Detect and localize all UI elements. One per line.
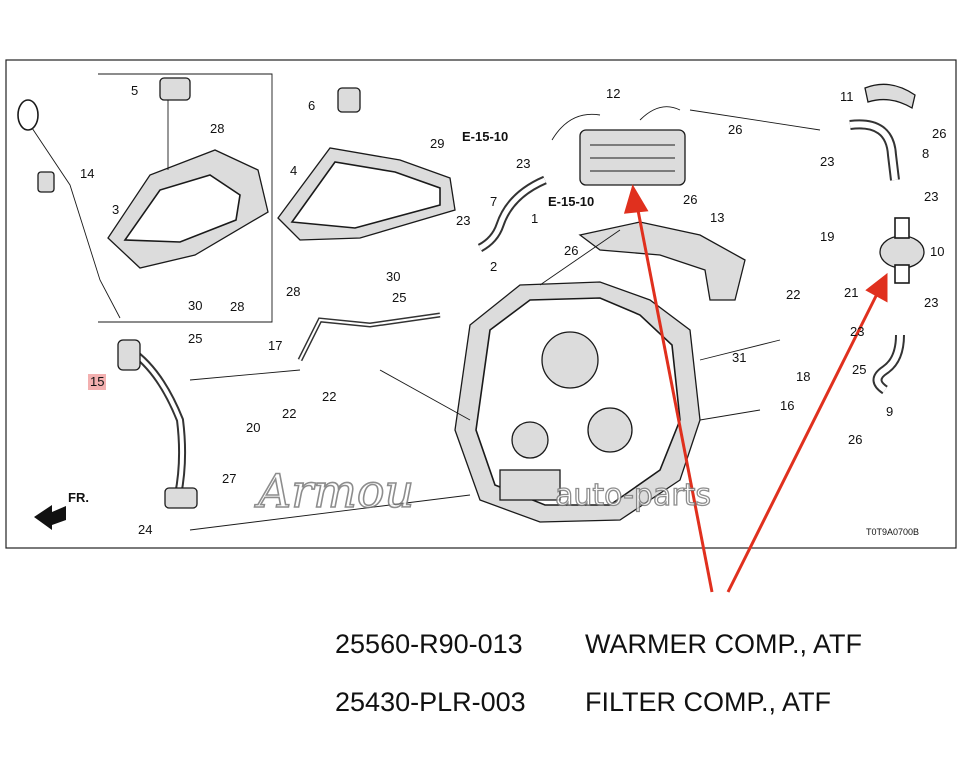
pan-left-part — [107, 77, 269, 269]
legend-part-number: 25430-PLR-003 — [335, 687, 526, 717]
svg-text:6: 6 — [308, 98, 315, 113]
legend-row-1: 25560-R90-013 WARMER COMP., ATF — [320, 598, 862, 660]
svg-text:1: 1 — [531, 211, 538, 226]
svg-text:18: 18 — [796, 369, 810, 384]
svg-text:13: 13 — [710, 210, 724, 225]
svg-text:25: 25 — [852, 362, 866, 377]
svg-text:23: 23 — [924, 189, 938, 204]
atf-filter-part — [879, 217, 925, 284]
svg-text:26: 26 — [564, 243, 578, 258]
svg-text:10: 10 — [930, 244, 944, 259]
svg-text:26: 26 — [683, 192, 697, 207]
svg-text:20: 20 — [246, 420, 260, 435]
inset-box-oil-pan — [98, 73, 273, 323]
pipe-15 — [127, 346, 187, 496]
svg-text:17: 17 — [268, 338, 282, 353]
svg-text:16: 16 — [780, 398, 794, 413]
diagram-frame — [5, 59, 957, 549]
svg-text:28: 28 — [230, 299, 244, 314]
pan-middle-part — [277, 87, 456, 241]
svg-text:29: 29 — [430, 136, 444, 151]
diagram-code: T0T9A0700B — [866, 527, 919, 537]
svg-text:7: 7 — [490, 194, 497, 209]
leader-lines — [189, 109, 821, 531]
svg-text:2: 2 — [490, 259, 497, 274]
svg-text:26: 26 — [932, 126, 946, 141]
svg-text:11: 11 — [840, 89, 854, 104]
svg-text:19: 19 — [820, 229, 834, 244]
svg-text:23: 23 — [850, 324, 864, 339]
svg-text:22: 22 — [282, 406, 296, 421]
svg-text:21: 21 — [844, 285, 858, 300]
transmission-housing — [454, 281, 701, 523]
reference-label-2: E-15-10 — [548, 194, 594, 209]
svg-text:30: 30 — [188, 298, 202, 313]
svg-text:9: 9 — [886, 404, 893, 419]
svg-text:FR.: FR. — [68, 490, 89, 505]
svg-text:23: 23 — [820, 154, 834, 169]
callout-labels: 1 2 3 4 5 6 7 8 9 10 11 12 13 14 15 16 1… — [80, 83, 946, 537]
svg-text:25: 25 — [188, 331, 202, 346]
svg-text:28: 28 — [286, 284, 300, 299]
svg-text:26: 26 — [728, 122, 742, 137]
watermark-rest: auto-parts — [555, 478, 711, 513]
hose-8 — [849, 119, 900, 181]
svg-text:30: 30 — [386, 269, 400, 284]
svg-text:31: 31 — [732, 350, 746, 365]
svg-text:3: 3 — [112, 202, 119, 217]
svg-text:23: 23 — [924, 295, 938, 310]
svg-text:25: 25 — [392, 290, 406, 305]
watermark-script: Armou — [254, 464, 414, 518]
legend-description: FILTER COMP., ATF — [585, 687, 832, 717]
svg-text:5: 5 — [131, 83, 138, 98]
svg-text:23: 23 — [516, 156, 530, 171]
dipstick-part — [17, 99, 121, 319]
highlight-arrows — [623, 184, 888, 593]
reference-label-1: E-15-10 — [462, 129, 508, 144]
svg-text:24: 24 — [138, 522, 152, 537]
svg-text:12: 12 — [606, 86, 620, 101]
svg-text:27: 27 — [222, 471, 236, 486]
clip-11 — [864, 83, 916, 110]
front-direction-indicator: FR. — [34, 490, 89, 530]
svg-text:22: 22 — [786, 287, 800, 302]
atf-warmer-part — [551, 106, 686, 186]
svg-text:22: 22 — [322, 389, 336, 404]
svg-text:15: 15 — [90, 374, 104, 389]
legend-row-2: 25430-PLR-003 FILTER COMP., ATF — [320, 656, 831, 718]
svg-text:4: 4 — [290, 163, 297, 178]
pipe-17 — [297, 312, 441, 362]
svg-text:23: 23 — [456, 213, 470, 228]
bracket-13 — [578, 221, 746, 301]
legend-description: WARMER COMP., ATF — [585, 629, 863, 659]
svg-text:14: 14 — [80, 166, 94, 181]
svg-text:28: 28 — [210, 121, 224, 136]
legend-part-number: 25560-R90-013 — [335, 629, 523, 659]
svg-text:26: 26 — [848, 432, 862, 447]
svg-text:8: 8 — [922, 146, 929, 161]
